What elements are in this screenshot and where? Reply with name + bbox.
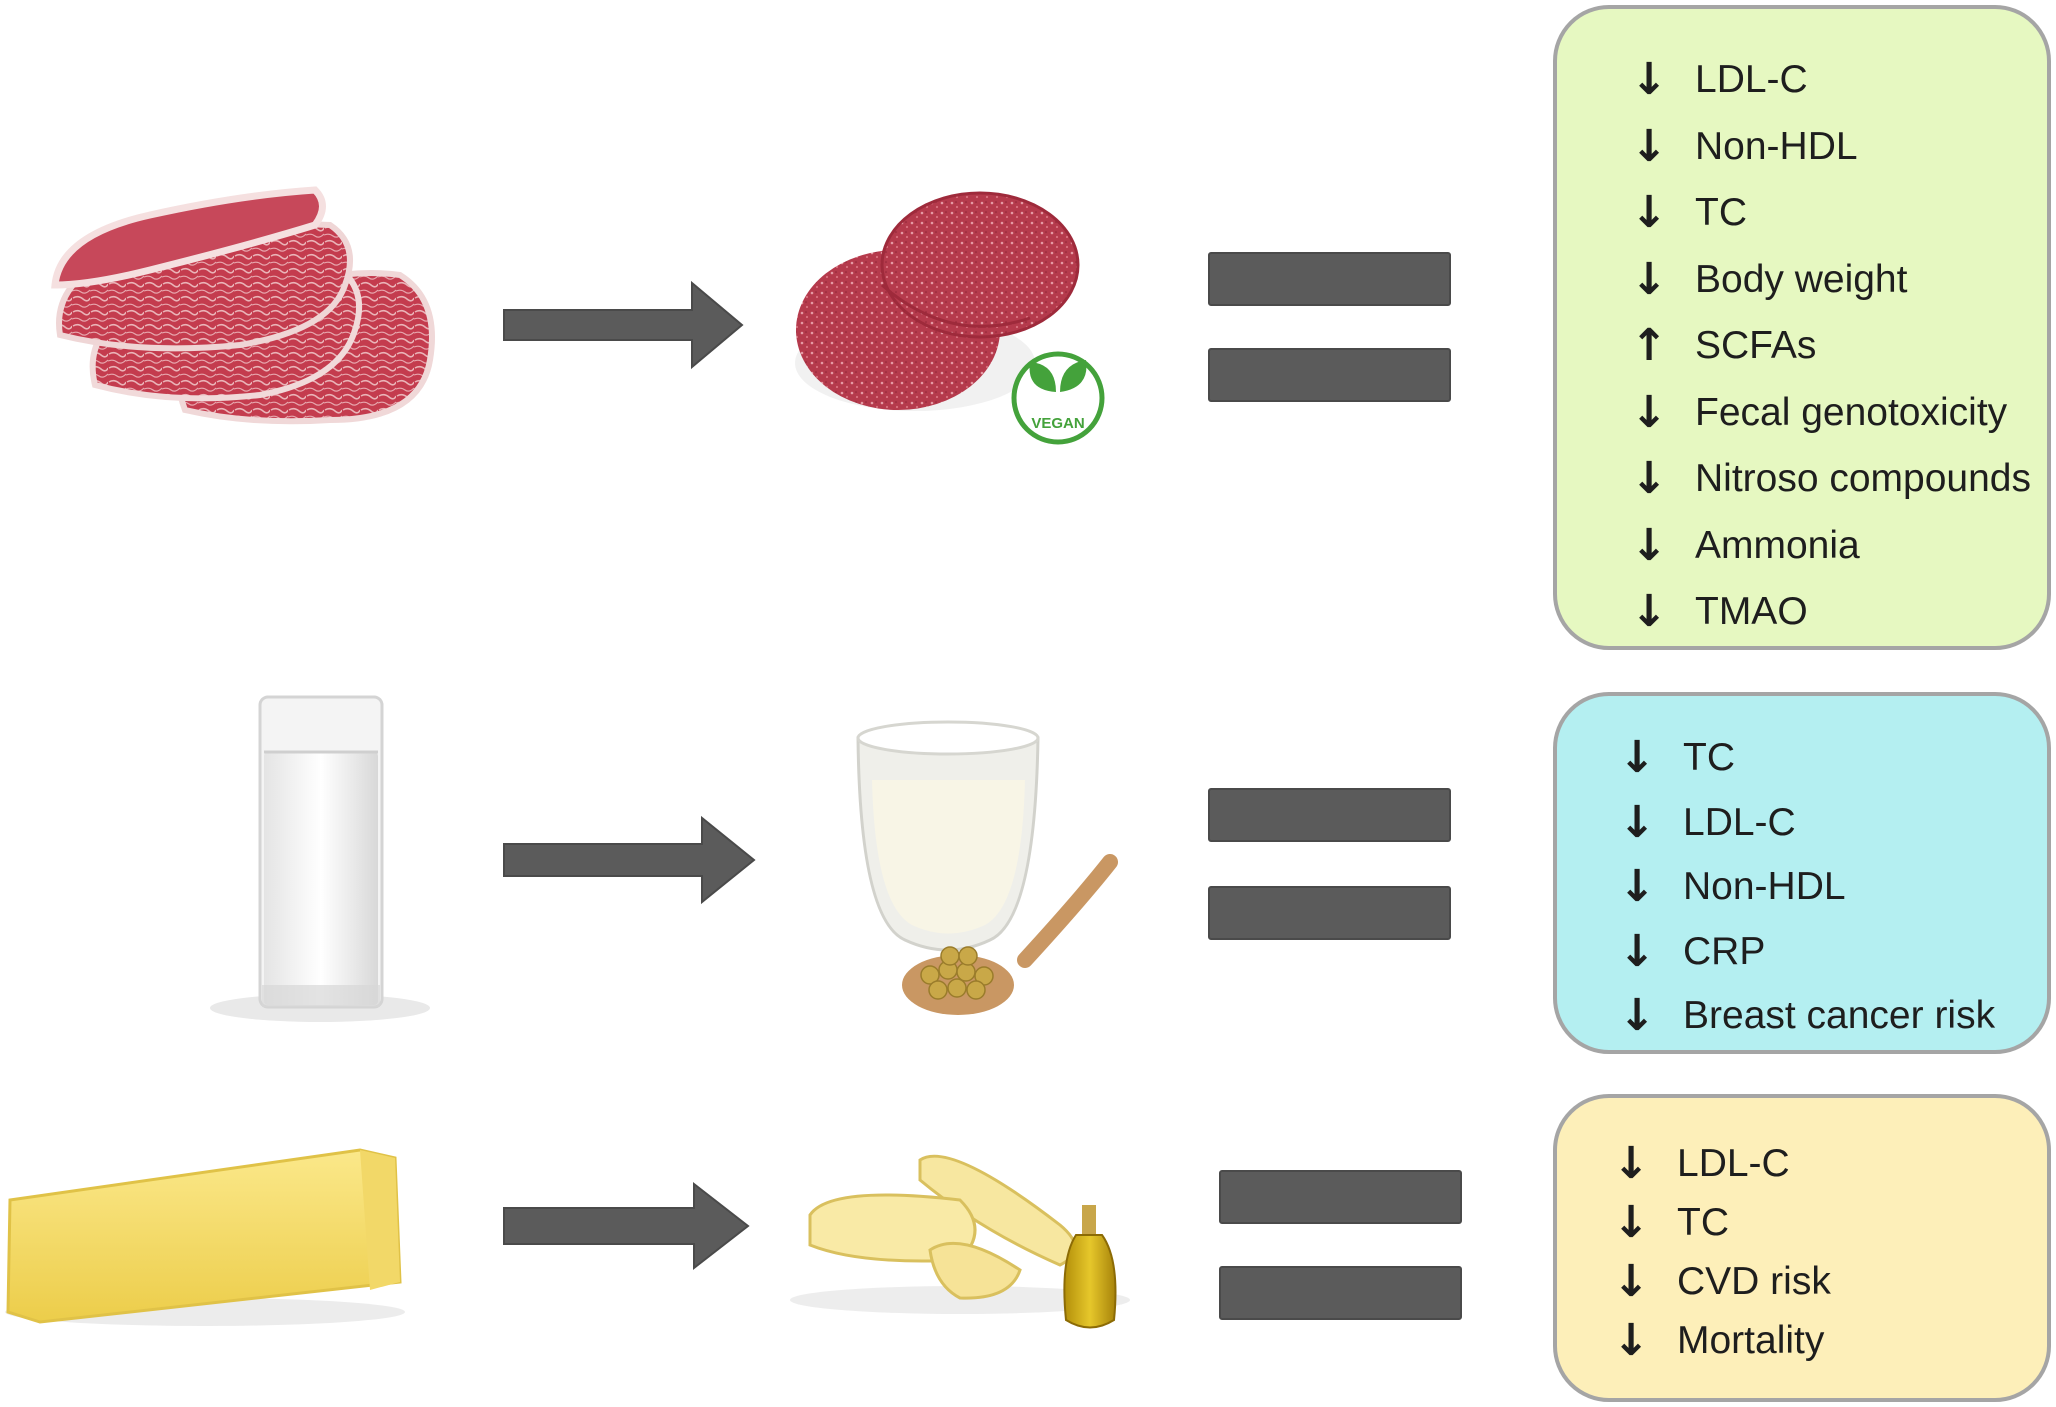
vegan-badge-icon: VEGAN (1011, 351, 1105, 445)
outcome-label: TC (1683, 736, 1735, 780)
outcome-item: ↓ Non-HDL (1617, 855, 2047, 920)
butter-block-icon (5, 1148, 405, 1326)
equals-sign-bar-bottom (1208, 886, 1451, 940)
flow-arrow-icon (503, 815, 756, 905)
arrow-down-icon: ↓ (1630, 120, 1668, 172)
arrow-down-icon: ↓ (1612, 1196, 1650, 1248)
arrow-down-icon: ↓ (1630, 453, 1668, 505)
red-meat-steaks-icon (51, 186, 435, 425)
arrow-down-icon: ↓ (1618, 990, 1656, 1042)
outcome-label: CVD risk (1677, 1259, 1831, 1303)
outcome-label: CRP (1683, 929, 1766, 973)
arrow-down-icon: ↓ (1630, 586, 1668, 638)
outcome-label: LDL-C (1683, 800, 1796, 844)
arrow-down-icon: ↓ (1618, 861, 1656, 913)
arrow-down-icon: ↓ (1612, 1314, 1650, 1366)
arrow-down-icon: ↓ (1618, 796, 1656, 848)
outcome-label: TMAO (1695, 590, 1808, 634)
outcome-item: ↓ CRP (1617, 920, 2047, 985)
outcome-item: ↓ LDL-C (1611, 1134, 2047, 1193)
outcome-label: Ammonia (1695, 523, 1860, 567)
outcome-label: SCFAs (1695, 324, 1817, 368)
outcome-box-plant-butter: ↓ LDL-C ↓ TC ↓ CVD risk ↓ Mortality (1553, 1094, 2051, 1402)
outcome-label: Fecal genotoxicity (1695, 390, 2008, 434)
outcome-label: Nitroso compounds (1695, 457, 2031, 501)
outcome-list: ↓ LDL-C ↓ TC ↓ CVD risk ↓ Mortality (1611, 1134, 2047, 1370)
arrow-down-icon: ↓ (1630, 519, 1668, 571)
outcome-list: ↓ LDL-C ↓ Non-HDL ↓ TC ↓ Body weight ↑ SCFAs ↓ Feca… (1629, 47, 2047, 646)
outcome-label: TC (1695, 191, 1747, 235)
arrow-down-icon: ↓ (1630, 54, 1668, 106)
equals-sign-bar-top (1208, 252, 1451, 306)
outcome-label: Body weight (1695, 257, 1908, 301)
outcome-label: TC (1677, 1200, 1729, 1244)
arrow-up-icon: ↑ (1630, 320, 1668, 372)
outcome-label: Mortality (1677, 1318, 1825, 1362)
flow-arrow-icon (503, 280, 744, 370)
outcome-item: ↓ TMAO (1629, 579, 2047, 646)
outcome-item: ↓ Nitroso compounds (1629, 446, 2047, 513)
arrow-down-icon: ↓ (1612, 1255, 1650, 1307)
outcome-item: ↓ Body weight (1629, 247, 2047, 314)
equals-sign-bar-bottom (1219, 1266, 1462, 1320)
outcome-item: ↓ Breast cancer risk (1617, 984, 2047, 1049)
outcome-item: ↓ LDL-C (1617, 791, 2047, 856)
outcome-item: ↓ TC (1617, 726, 2047, 791)
equals-sign-bar-top (1208, 788, 1451, 842)
outcome-list: ↓ TC ↓ LDL-C ↓ Non-HDL ↓ CRP ↓ Breast cancer risk (1617, 726, 2047, 1049)
soy-milk-with-soybeans-icon (856, 720, 1118, 1015)
equals-sign-bar-bottom (1208, 348, 1451, 402)
outcome-item: ↓ Mortality (1611, 1311, 2047, 1370)
outcome-item: ↓ Fecal genotoxicity (1629, 380, 2047, 447)
outcome-box-soy-milk: ↓ TC ↓ LDL-C ↓ Non-HDL ↓ CRP ↓ Breast cancer risk (1553, 692, 2051, 1054)
outcome-label: Non-HDL (1683, 865, 1846, 909)
outcome-item: ↓ CVD risk (1611, 1252, 2047, 1311)
arrow-down-icon: ↓ (1630, 187, 1668, 239)
outcome-box-plant-based-meat: ↓ LDL-C ↓ Non-HDL ↓ TC ↓ Body weight ↑ SCFAs ↓ Feca… (1553, 5, 2051, 650)
outcome-label: LDL-C (1695, 58, 1808, 102)
glass-of-milk-icon (210, 695, 430, 1022)
flow-arrow-icon (503, 1181, 750, 1271)
outcome-label: LDL-C (1677, 1141, 1790, 1185)
vegan-badge-label: VEGAN (1031, 415, 1084, 432)
plant-based-burger-patties-icon (795, 191, 1080, 411)
outcome-label: Breast cancer risk (1683, 994, 1996, 1038)
outcome-item: ↓ Non-HDL (1629, 114, 2047, 181)
arrow-down-icon: ↓ (1612, 1137, 1650, 1189)
outcome-label: Non-HDL (1695, 124, 1858, 168)
plant-butter-curls-with-olive-oil-icon (790, 1154, 1130, 1329)
outcome-item: ↓ LDL-C (1629, 47, 2047, 114)
arrow-down-icon: ↓ (1630, 253, 1668, 305)
outcome-item: ↓ Ammonia (1629, 513, 2047, 580)
outcome-item: ↑ SCFAs (1629, 313, 2047, 380)
arrow-down-icon: ↓ (1630, 386, 1668, 438)
arrow-down-icon: ↓ (1618, 732, 1656, 784)
outcome-item: ↓ TC (1629, 180, 2047, 247)
arrow-down-icon: ↓ (1618, 925, 1656, 977)
outcome-item: ↓ TC (1611, 1193, 2047, 1252)
equals-sign-bar-top (1219, 1170, 1462, 1224)
